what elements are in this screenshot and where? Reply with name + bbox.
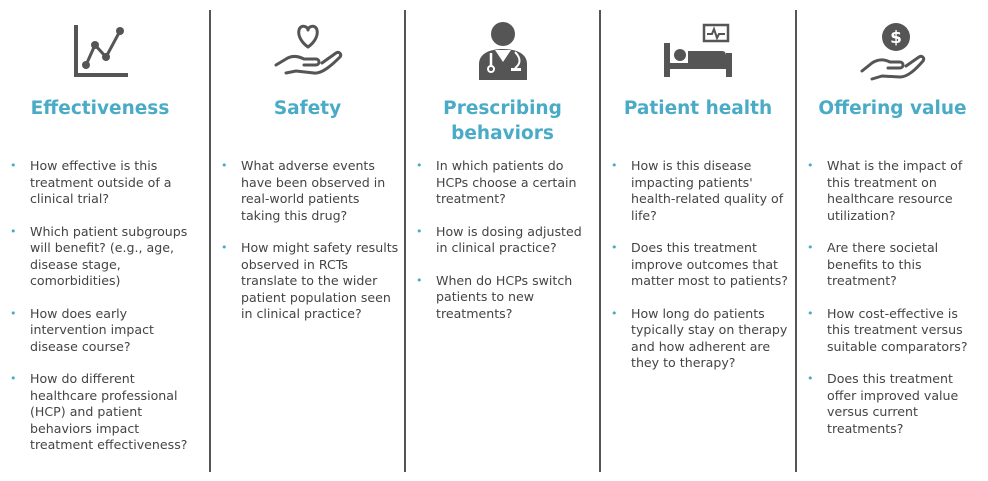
column-safety: Safety •What adverse events have been ob…: [211, 0, 404, 481]
hospital-bed-icon: [601, 18, 795, 84]
list-item: •How is this disease impacting patients'…: [611, 158, 784, 223]
column-title: Prescribing behaviors: [443, 98, 562, 144]
list-item: •Does this treatment improve outcomes th…: [611, 240, 788, 288]
svg-text:$: $: [890, 28, 902, 48]
heart-hand-icon: [211, 18, 404, 84]
column-title: Patient health: [623, 98, 773, 119]
list-item: •How do different healthcare professiona…: [10, 371, 188, 452]
list-item: •Which patient subgroups will benefit? (…: [10, 223, 188, 289]
column-title: Offering value: [818, 98, 967, 119]
list-item: •Are there societal benefits to this tre…: [807, 240, 939, 288]
list-item: •How might safety results observed in RC…: [221, 240, 399, 321]
column-divider: [209, 10, 211, 472]
column-offering-value: $ Offering value •What is the impact of …: [797, 0, 988, 481]
list-item: •What adverse events have been observed …: [221, 158, 386, 223]
line-chart-icon: [0, 18, 200, 84]
list-item: •In which patients do HCPs choose a cert…: [416, 158, 577, 206]
list-item: •When do HCPs switch patients to new tre…: [416, 272, 573, 321]
list-item: •How effective is this treatment outside…: [10, 158, 172, 206]
doctor-icon: [406, 18, 599, 84]
list-item: •How long do patients typically stay on …: [611, 305, 788, 371]
list-item: •How cost-effective is this treatment ve…: [807, 305, 968, 354]
list-item: •How does early intervention impact dise…: [10, 305, 154, 354]
column-title: Effectiveness: [30, 98, 170, 119]
list-item: •How is dosing adjusted in clinical prac…: [416, 223, 582, 256]
column-prescribing-behaviors: Prescribing behaviors •In which patients…: [406, 0, 599, 481]
column-divider: [404, 10, 406, 472]
column-patient-health: Patient health •How is this disease impa…: [601, 0, 795, 481]
column-divider: [599, 10, 601, 472]
list-item: •Does this treatment offer improved valu…: [807, 371, 959, 436]
list-item: •What is the impact of this treatment on…: [807, 158, 963, 223]
money-hand-icon: $: [797, 18, 988, 84]
column-effectiveness: Effectiveness •How effective is this tre…: [0, 0, 200, 481]
column-divider: [795, 10, 797, 472]
column-title: Safety: [273, 98, 342, 119]
